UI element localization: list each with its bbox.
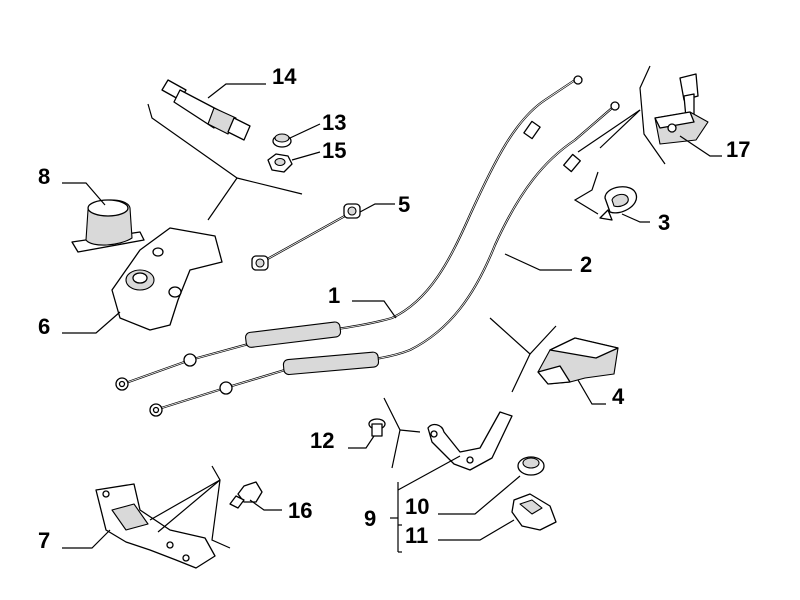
label-13: 13 — [322, 110, 346, 135]
label-3: 3 — [658, 210, 670, 235]
label-15: 15 — [322, 138, 346, 163]
part-16-bolt — [229, 481, 263, 509]
part-3-clip — [599, 186, 638, 221]
label-16: 16 — [288, 498, 312, 523]
part-15-locknut — [267, 153, 293, 173]
label-14: 14 — [272, 64, 297, 89]
part-5-link-rod — [251, 203, 361, 271]
label-2: 2 — [580, 252, 592, 277]
label-5: 5 — [398, 192, 410, 217]
part-17-selector — [654, 73, 709, 145]
part-labels: 14 13 15 8 5 6 1 2 17 3 4 12 16 9 10 11 … — [38, 64, 750, 553]
part-13-nut — [272, 133, 292, 148]
part-6-lever-housing — [111, 227, 223, 331]
label-10: 10 — [405, 494, 429, 519]
label-7: 7 — [38, 528, 50, 553]
part-11-clip-bracket — [511, 493, 557, 531]
label-11: 11 — [405, 523, 428, 548]
label-9: 9 — [364, 506, 376, 531]
part-14-shaft-pin — [161, 79, 251, 141]
gear-cable-2 — [149, 101, 620, 417]
part-7-support-bracket — [95, 483, 216, 569]
leader-lines — [62, 65, 722, 553]
label-6: 6 — [38, 314, 50, 339]
label-8: 8 — [38, 164, 50, 189]
label-12: 12 — [310, 428, 334, 453]
part-8-rubber-mount — [71, 199, 145, 253]
label-1: 1 — [328, 283, 340, 308]
label-4: 4 — [612, 384, 625, 409]
gear-cable-1 — [115, 75, 583, 391]
part-9-bracket — [427, 411, 513, 471]
part-10-ring — [517, 456, 545, 476]
label-17: 17 — [726, 137, 750, 162]
part-4-cover-bracket — [537, 337, 619, 385]
part-12-pin — [368, 418, 386, 437]
